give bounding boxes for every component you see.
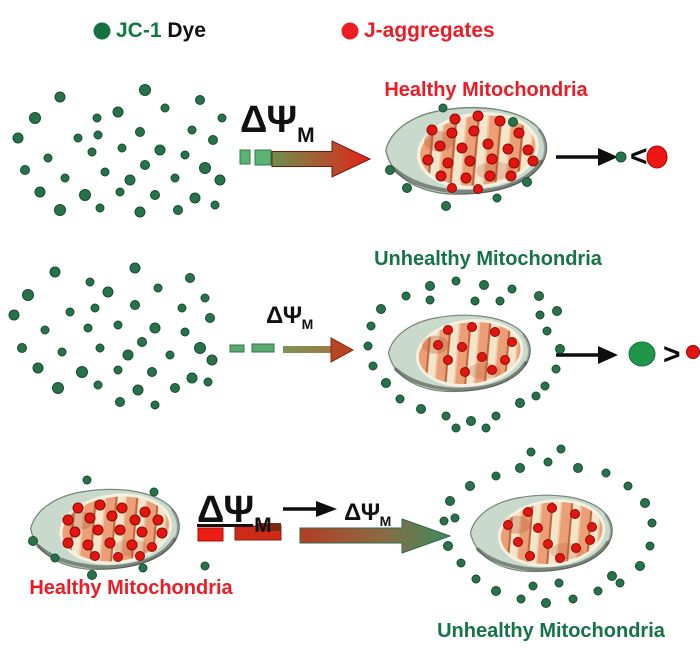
- row2-title: Unhealthy Mitochondria: [374, 248, 602, 270]
- row2-dashed-arrow: [229, 337, 355, 363]
- jc1-monomer-cloud-row1: [12, 84, 227, 218]
- delta-psi-sub: M: [379, 513, 392, 530]
- row3-left-mito-jaggregate-dots: [62, 499, 168, 562]
- mitochondrion-row2: [386, 313, 533, 394]
- row3-left-mito-outside-green-dots: [28, 475, 210, 580]
- jaggregates-dot-icon: [341, 22, 359, 40]
- row3-delta-psi-high-label: ΔΨM: [197, 489, 272, 537]
- row1-title: Healthy Mitochondria: [384, 79, 588, 101]
- row2-large-green-dot: [628, 341, 656, 367]
- jc1-monomer-cloud-row2: [8, 262, 218, 410]
- legend-jc1-text: JC-1: [116, 19, 162, 42]
- mitochondrion-row3-right: [468, 493, 615, 574]
- row1-mito-jaggregate-dots: [422, 110, 539, 194]
- row2-mito-halo-green-dots: [363, 276, 565, 433]
- row1-result-arrow: [556, 148, 618, 166]
- delta-psi-main: ΔΨ: [344, 499, 380, 526]
- row3-left-label: Healthy Mitochondria: [29, 577, 233, 599]
- row3-delta-psi-low-label: ΔΨM: [344, 499, 392, 530]
- dots-layer: [8, 84, 657, 608]
- delta-psi-sub: M: [254, 513, 271, 537]
- delta-psi-sub: M: [297, 123, 314, 147]
- delta-psi-sub: M: [301, 316, 314, 333]
- row3-right-mito-jaggregate-dots: [503, 503, 597, 563]
- row2-result-arrow: [556, 346, 618, 364]
- row1-gradient-arrow: [239, 140, 372, 178]
- row3-right-label: Unhealthy Mitochondria: [437, 620, 665, 642]
- row3-right-mito-halo-green-dots: [439, 444, 657, 608]
- delta-psi-main: ΔΨ: [266, 302, 302, 329]
- row1-mito-outside-green-dots: [385, 103, 532, 211]
- row2-comparison-symbol: >: [663, 338, 681, 371]
- row1-comparison-symbol: <: [630, 140, 648, 173]
- row2-small-red-dot: [686, 345, 700, 359]
- row3-transition-arrow: [283, 501, 337, 517]
- legend-jaggregates: J-aggregates: [364, 19, 495, 42]
- legend-jc1-dye: JC-1 Dye: [116, 20, 206, 42]
- row2-delta-psi-label: ΔΨM: [266, 302, 314, 333]
- row1-small-green-dot: [615, 151, 627, 163]
- row1-large-red-dot: [646, 145, 668, 169]
- row3-gradient-arrow: [299, 518, 452, 554]
- jc1-dye-dot-icon: [93, 22, 111, 40]
- delta-psi-main: ΔΨ: [197, 489, 254, 531]
- row1-delta-psi-label: ΔΨM: [240, 99, 315, 147]
- legend-dye-text: Dye: [167, 19, 206, 42]
- row3-red-dashes: [197, 523, 282, 542]
- delta-psi-main: ΔΨ: [240, 99, 297, 141]
- row2-mito-jaggregate-dots: [433, 322, 517, 377]
